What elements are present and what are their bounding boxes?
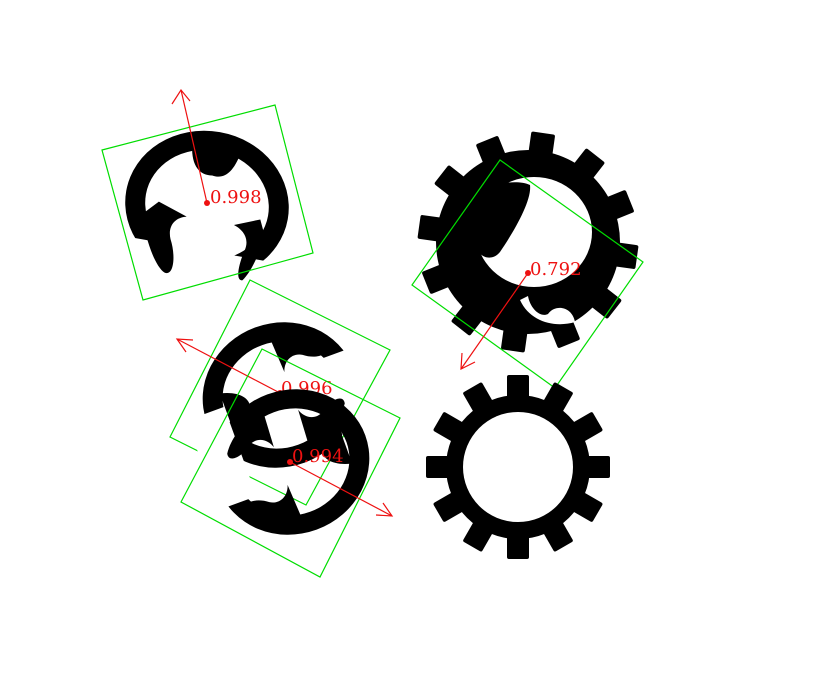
gear-tooth <box>540 515 573 552</box>
gear-tooth <box>463 382 496 419</box>
eclip-tab <box>192 145 241 177</box>
gear-tooth <box>417 215 449 243</box>
gear-tooth <box>540 382 573 419</box>
gear-tooth <box>566 412 603 445</box>
eclip-fragment <box>520 296 575 325</box>
gear-tooth <box>527 131 555 163</box>
gear-tooth <box>569 148 605 184</box>
center-point <box>525 270 531 276</box>
orientation-arrow <box>289 461 393 517</box>
arrow-head <box>171 88 191 105</box>
orientation-arrow <box>180 89 208 204</box>
score-label: 0.792 <box>530 259 582 280</box>
bounding-box <box>169 279 391 506</box>
arrow-head <box>375 502 394 517</box>
gear-tooth <box>586 283 622 319</box>
gear-tooth <box>463 515 496 552</box>
gear-tooth <box>433 489 470 522</box>
gear-tooth <box>607 241 639 269</box>
gear-tooth <box>507 529 529 559</box>
gear-bottom-right <box>426 375 610 559</box>
gear-tooth <box>451 300 487 336</box>
gear-tooth <box>434 165 470 201</box>
eclip-prong-left <box>142 201 187 273</box>
score-label: 0.994 <box>292 446 344 467</box>
score-label: 0.998 <box>210 187 262 208</box>
orientation-arrow <box>176 338 281 394</box>
gear-tooth <box>580 456 610 478</box>
gear-top-right: 0.792 <box>411 131 644 389</box>
arrow-head <box>175 338 194 353</box>
eclip-top-left: 0.998 <box>101 88 314 305</box>
gear-tooth <box>433 412 470 445</box>
eclip-prong-top <box>270 336 326 373</box>
gear-teeth <box>426 375 610 559</box>
center-point <box>204 200 210 206</box>
gear-tooth <box>507 375 529 405</box>
eclip-prong-top <box>246 484 302 521</box>
eclip-fragment <box>468 182 531 258</box>
gear-tooth <box>566 489 603 522</box>
gear-tooth <box>422 262 456 294</box>
eclip-tab <box>320 422 353 465</box>
orientation-arrow <box>460 272 529 370</box>
bounding-box <box>180 348 401 578</box>
eclip-lower: 0.994 <box>180 348 401 578</box>
gear-tooth <box>426 456 456 478</box>
bounding-box <box>411 159 644 389</box>
eclip-prong-bottom <box>227 413 274 459</box>
gear-tooth <box>600 190 634 222</box>
bounding-box <box>101 104 314 301</box>
eclip-prong-right <box>233 219 265 281</box>
center-point <box>287 459 293 465</box>
gear-tooth <box>501 321 529 353</box>
gear-tooth <box>476 136 508 170</box>
gear-hole <box>463 412 573 522</box>
arrow-head <box>460 352 476 371</box>
